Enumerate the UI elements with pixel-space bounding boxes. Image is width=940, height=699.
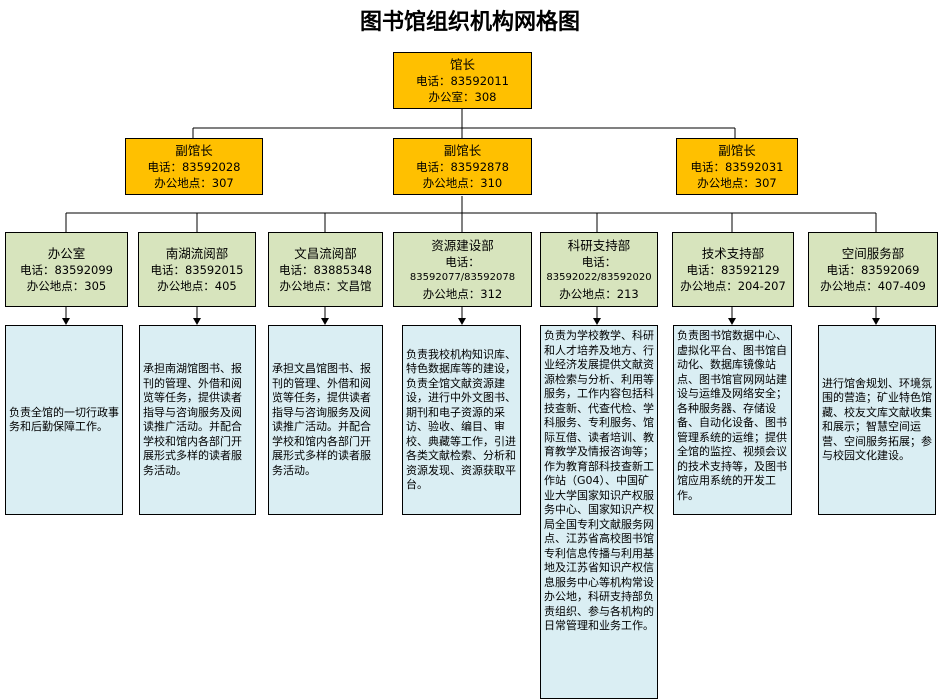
dept-desc-text: 进行馆舍规划、环境氛围的营造；矿业特色馆藏、校友文库文献收集和展示；智慧空间运营… [822,376,932,463]
dept-desc-text: 承担南湖馆图书、报刊的管理、外借和阅览等任务，提供读者指导与咨询服务及阅读推广活… [143,362,242,477]
dept-desc-wenchang: 承担文昌馆图书、报刊的管理、外借和阅览等任务，提供读者指导与咨询服务及阅读推广活… [268,325,383,515]
page-title: 图书馆组织机构网格图 [359,9,580,35]
dept-box-tech: 技术支持部 电话：83592129 办公地点：204-207 [672,232,794,307]
dept-phone: 电话：83592015 [150,262,244,277]
dept-name: 南湖流阅部 [165,245,229,261]
dept-desc-research: 负责为学校教学、科研和人才培养及地方、行业经济发展提供文献资源检索与分析、利用等… [540,325,658,699]
dept-name: 空间服务部 [841,245,905,261]
director-box: 馆长 电话：83592011 办公室：308 [393,52,532,109]
dept-desc-space: 进行馆舍规划、环境氛围的营造；矿业特色馆藏、校友文库文献收集和展示；智慧空间运营… [818,325,936,515]
deputy-office: 办公地点：307 [154,175,234,190]
dept-office: 办公地点：文昌馆 [279,278,372,293]
dept-desc-nanhu: 承担南湖馆图书、报刊的管理、外借和阅览等任务，提供读者指导与咨询服务及阅读推广活… [139,325,256,515]
deputy-director-box-1: 副馆长 电话：83592028 办公地点：307 [125,138,263,195]
deputy-phone: 电话：83592878 [415,159,510,174]
dept-desc-resources: 负责我校机构知识库、特色数据库等的建设，负责全馆文献资源建设，进行中外文图书、期… [402,325,521,515]
dept-box-office: 办公室 电话：83592099 办公地点：305 [5,232,128,307]
dept-office: 办公地点：312 [422,286,503,301]
dept-box-research: 科研支持部 电话： 83592022/83592020 办公地点：213 [540,232,658,307]
dept-desc-office: 负责全馆的一切行政事务和后勤保障工作。 [5,325,123,515]
dept-box-nanhu: 南湖流阅部 电话：83592015 办公地点：405 [138,232,256,307]
dept-office: 办公地点：407-409 [820,278,926,293]
dept-phone: 电话：83885348 [278,262,373,277]
dept-box-resources: 资源建设部 电话： 83592077/83592078 办公地点：312 [393,232,532,307]
dept-office: 办公地点：405 [157,278,237,293]
dept-desc-text: 负责全馆的一切行政事务和后勤保障工作。 [9,405,119,434]
deputy-title: 副馆长 [443,142,482,158]
director-title: 馆长 [449,56,475,72]
dept-desc-tech: 负责图书馆数据中心、虚拟化平台、图书馆自动化、数据库镜像站点、图书馆官网网站建设… [673,325,792,515]
dept-box-wenchang: 文昌流阅部 电话：83885348 办公地点：文昌馆 [268,232,383,307]
dept-desc-text: 负责为学校教学、科研和人才培养及地方、行业经济发展提供文献资源检索与分析、利用等… [544,329,654,632]
deputy-title: 副馆长 [175,142,213,158]
deputy-phone: 电话：83592031 [690,159,784,174]
deputy-director-box-3: 副馆长 电话：83592031 办公地点：307 [676,138,798,195]
deputy-phone: 电话：83592028 [147,159,241,174]
dept-name: 资源建设部 [431,237,494,253]
dept-phone: 电话： [581,254,617,269]
dept-desc-text: 负责图书馆数据中心、虚拟化平台、图书馆自动化、数据库镜像站点、图书馆官网网站建设… [677,329,787,502]
dept-name: 技术支持部 [701,245,765,261]
dept-phone-numbers: 83592022/83592020 [546,271,652,283]
deputy-office: 办公地点：310 [422,175,503,190]
dept-phone-numbers: 83592077/83592078 [409,271,516,283]
director-phone: 电话：83592011 [415,73,510,88]
dept-phone: 电话：83592099 [19,262,114,277]
deputy-title: 副馆长 [718,142,756,158]
dept-phone: 电话：83592129 [686,262,780,277]
dept-office: 办公地点：305 [26,278,107,293]
dept-name: 文昌流阅部 [294,245,357,261]
dept-phone: 电话： [445,254,480,269]
deputy-office: 办公地点：307 [697,175,777,190]
director-office: 办公室：308 [428,89,497,104]
dept-name: 办公室 [47,245,86,261]
dept-phone: 电话：83592069 [826,262,920,277]
dept-desc-text: 负责我校机构知识库、特色数据库等的建设，负责全馆文献资源建设，进行中外文图书、期… [406,347,516,492]
dept-box-space: 空间服务部 电话：83592069 办公地点：407-409 [808,232,938,307]
deputy-director-box-2: 副馆长 电话：83592878 办公地点：310 [393,138,532,195]
dept-office: 办公地点：213 [559,286,639,301]
dept-desc-text: 承担文昌馆图书、报刊的管理、外借和阅览等任务，提供读者指导与咨询服务及阅读推广活… [272,362,371,477]
dept-name: 科研支持部 [567,237,631,253]
dept-office: 办公地点：204-207 [680,278,786,293]
